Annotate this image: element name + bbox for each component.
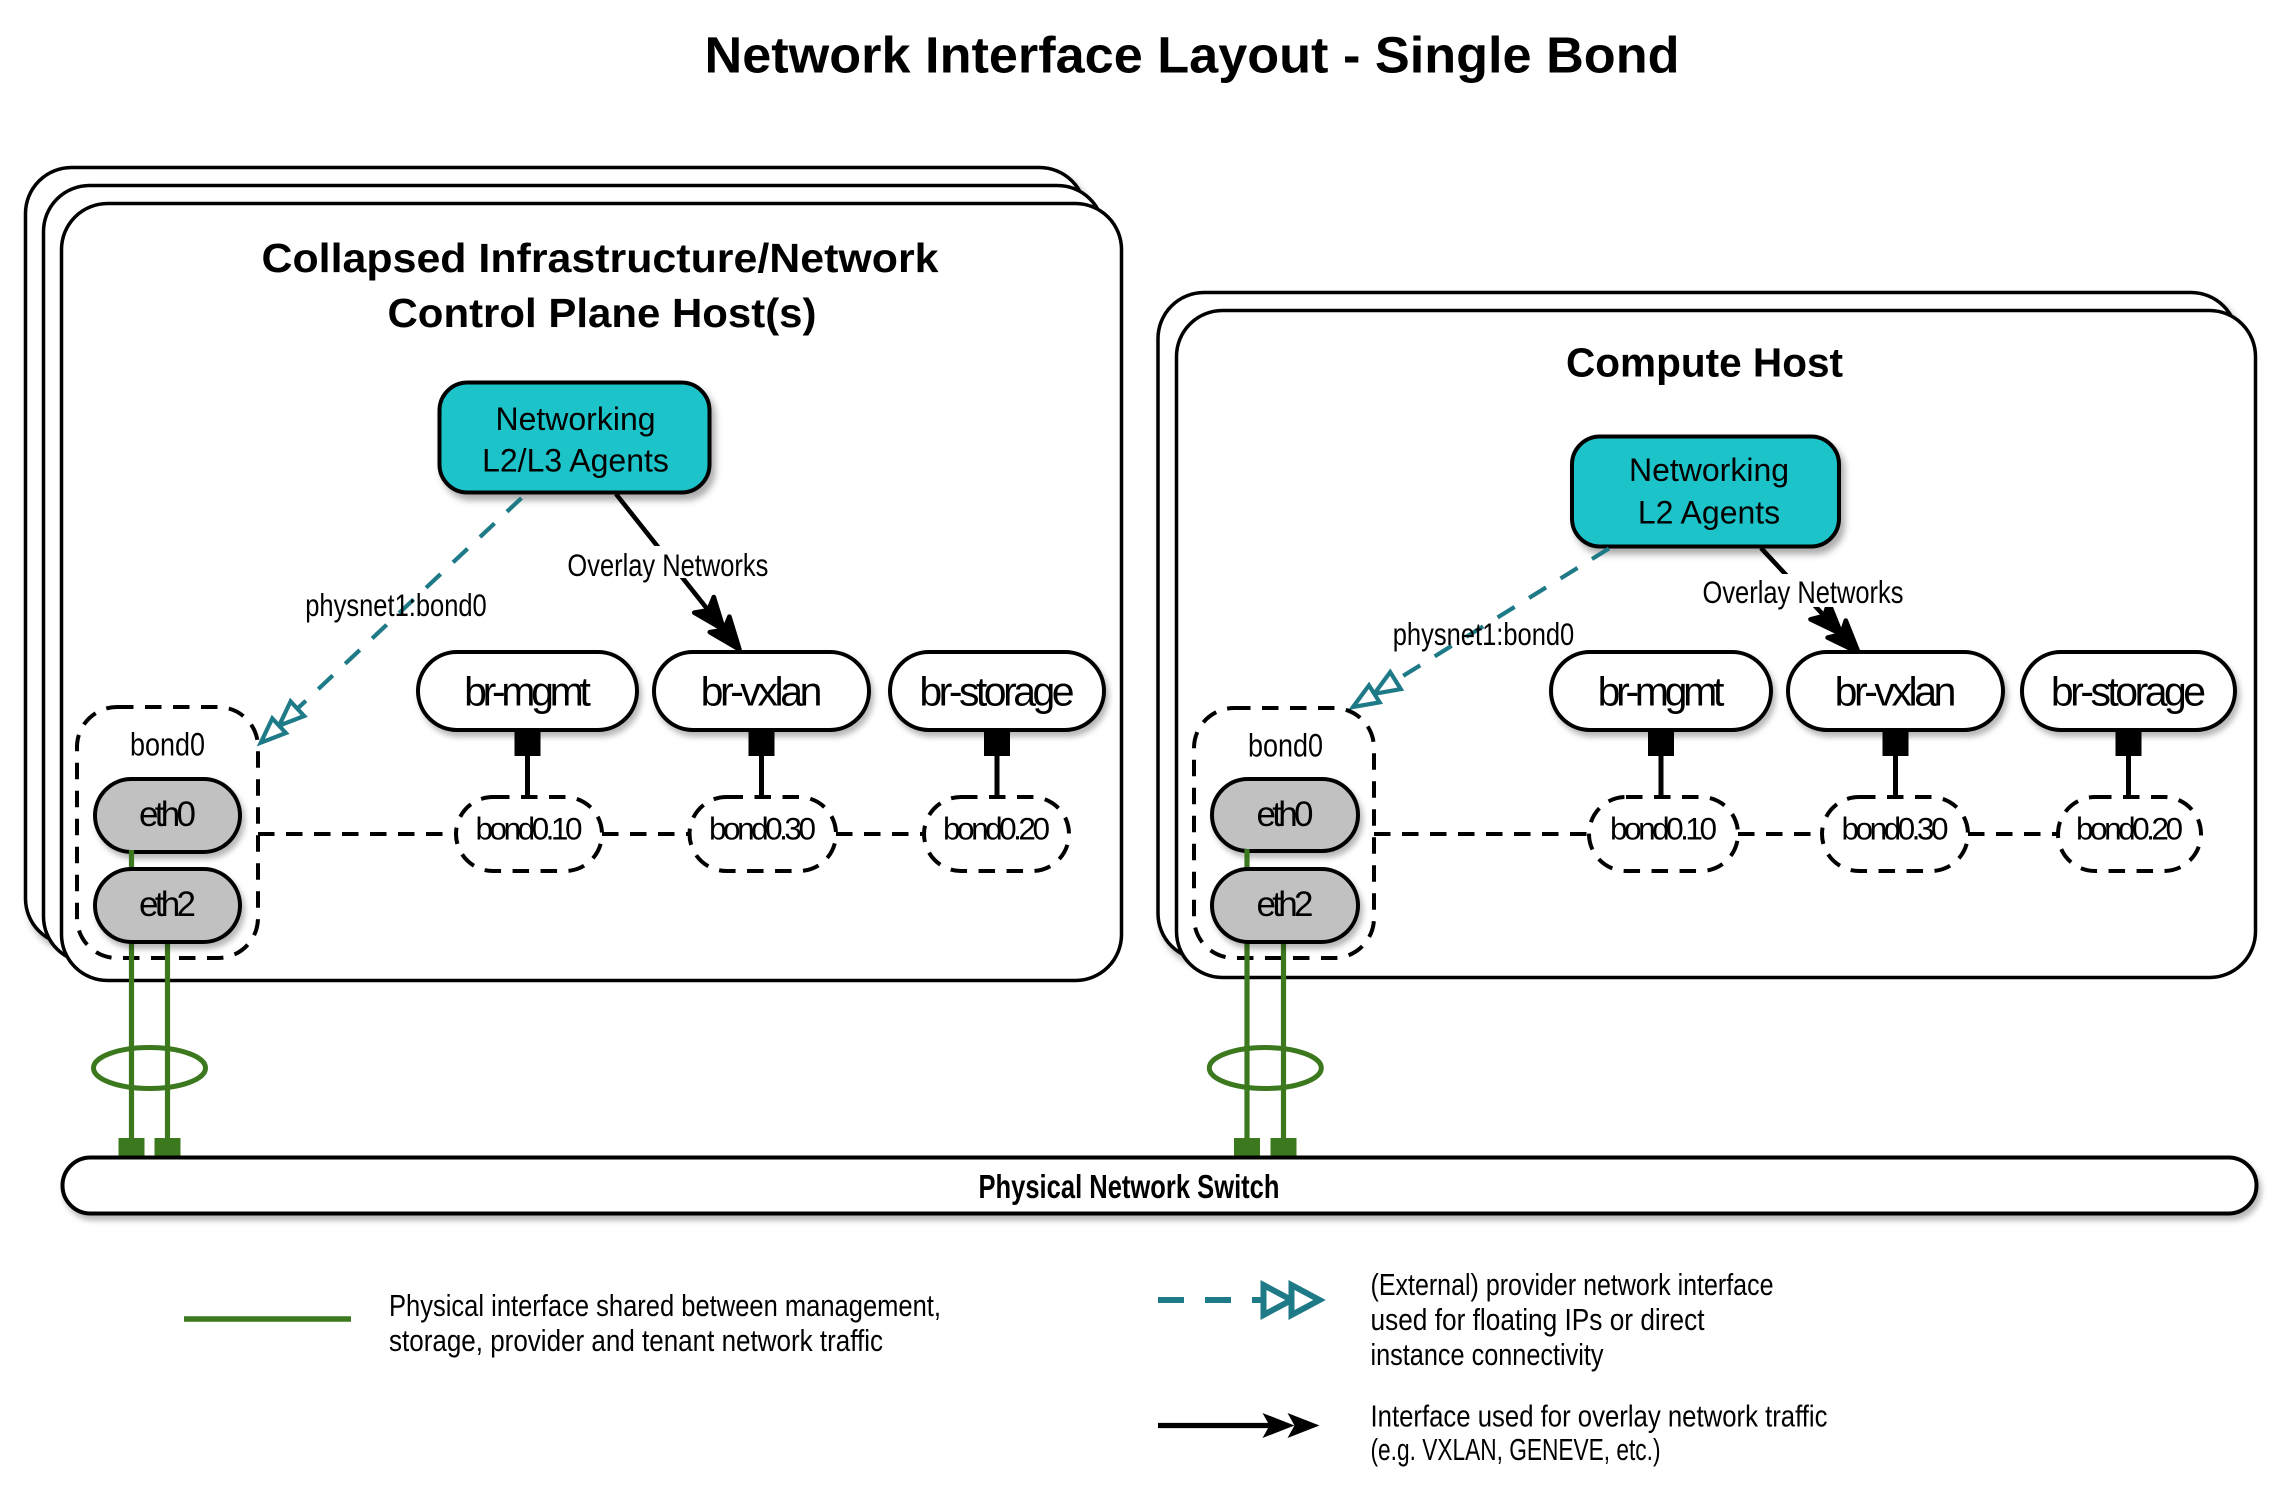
svg-text:bond0: bond0 — [1248, 728, 1323, 764]
svg-text:bond0.10: bond0.10 — [476, 811, 583, 847]
svg-text:storage, provider and tenant n: storage, provider and tenant network tra… — [389, 1323, 883, 1358]
svg-text:bond0.30: bond0.30 — [709, 811, 816, 847]
svg-text:br-storage: br-storage — [919, 669, 1074, 715]
svg-text:bond0.20: bond0.20 — [943, 811, 1050, 847]
svg-text:instance connectivity: instance connectivity — [1371, 1338, 1605, 1372]
svg-text:Collapsed Infrastructure/Netwo: Collapsed Infrastructure/Network — [262, 235, 939, 281]
svg-text:eth2: eth2 — [1257, 885, 1314, 924]
svg-text:Physical interface shared betw: Physical interface shared between manage… — [389, 1288, 941, 1323]
svg-text:used for floating IPs or direc: used for floating IPs or direct — [1371, 1303, 1705, 1337]
svg-text:(External) provider network in: (External) provider network interface — [1371, 1268, 1774, 1302]
svg-text:Overlay Networks: Overlay Networks — [1703, 574, 1904, 610]
svg-text:eth0: eth0 — [1257, 795, 1314, 834]
svg-text:br-vxlan: br-vxlan — [1835, 669, 1957, 715]
svg-text:br-vxlan: br-vxlan — [701, 669, 823, 715]
svg-text:eth2: eth2 — [139, 885, 196, 924]
svg-text:br-storage: br-storage — [2051, 669, 2206, 715]
svg-text:Compute Host: Compute Host — [1566, 340, 1843, 386]
svg-text:bond0: bond0 — [130, 727, 205, 763]
svg-text:br-mgmt: br-mgmt — [464, 669, 591, 715]
svg-text:(e.g. VXLAN, GENEVE, etc.): (e.g. VXLAN, GENEVE, etc.) — [1371, 1433, 1661, 1467]
svg-text:bond0.30: bond0.30 — [1842, 811, 1949, 847]
svg-text:Network Interface Layout - Sin: Network Interface Layout - Single Bond — [705, 27, 1680, 84]
svg-text:bond0.20: bond0.20 — [2076, 811, 2183, 847]
svg-text:Physical Network Switch: Physical Network Switch — [979, 1168, 1280, 1205]
svg-text:Overlay Networks: Overlay Networks — [567, 547, 768, 583]
svg-text:Networking: Networking — [495, 401, 655, 437]
svg-text:physnet1:bond0: physnet1:bond0 — [305, 587, 487, 623]
svg-text:br-mgmt: br-mgmt — [1598, 669, 1725, 715]
svg-text:Interface used for overlay net: Interface used for overlay network traff… — [1371, 1400, 1828, 1434]
svg-text:eth0: eth0 — [139, 795, 196, 834]
svg-text:L2 Agents: L2 Agents — [1638, 495, 1780, 531]
svg-text:L2/L3 Agents: L2/L3 Agents — [482, 443, 669, 479]
svg-text:physnet1:bond0: physnet1:bond0 — [1393, 616, 1575, 652]
svg-text:bond0.10: bond0.10 — [1610, 811, 1717, 847]
svg-text:Networking: Networking — [1629, 452, 1789, 488]
svg-text:Control Plane Host(s): Control Plane Host(s) — [388, 290, 817, 336]
